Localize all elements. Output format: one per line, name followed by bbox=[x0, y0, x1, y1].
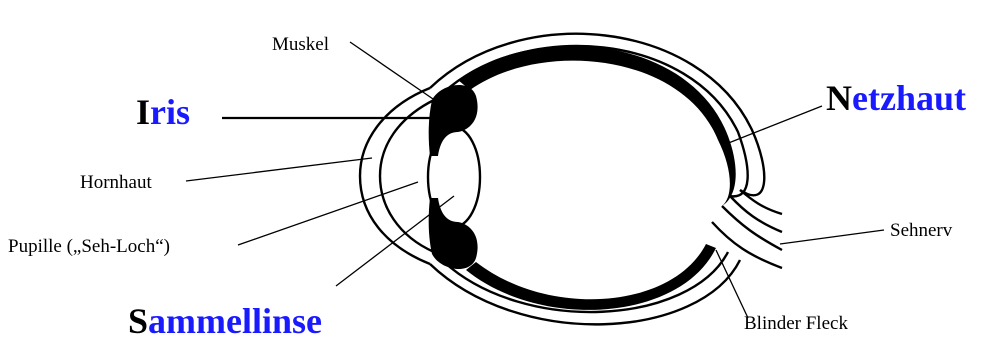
label-sammellinse: Sammellinse bbox=[128, 301, 322, 341]
leader-lines bbox=[186, 42, 884, 318]
leader-muskel bbox=[350, 42, 452, 112]
leader-hornhaut bbox=[186, 158, 372, 181]
label-pupille: Pupille („Seh-Loch“) bbox=[8, 236, 170, 257]
optic-nerve bbox=[712, 190, 782, 268]
label-hornhaut: Hornhaut bbox=[80, 172, 152, 193]
label-iris: Iris bbox=[136, 92, 190, 132]
iris-muscle bbox=[429, 85, 478, 269]
leader-sehnerv bbox=[780, 230, 884, 244]
lens bbox=[428, 127, 480, 227]
retina-layer bbox=[458, 46, 736, 310]
label-muskel: Muskel bbox=[272, 34, 329, 55]
cornea bbox=[360, 88, 434, 264]
label-netzhaut: Netzhaut bbox=[826, 78, 966, 118]
label-sehnerv: Sehnerv bbox=[890, 220, 953, 241]
label-blinder-fleck: Blinder Fleck bbox=[744, 313, 848, 334]
